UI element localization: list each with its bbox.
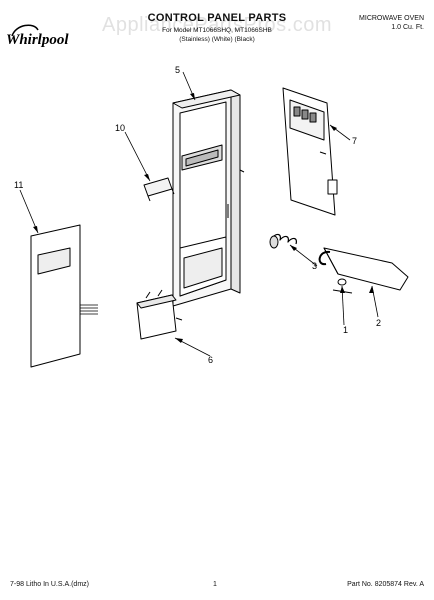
whirlpool-logo: Whirlpool (6, 22, 86, 48)
brand-text: Whirlpool (6, 32, 69, 48)
control-board (282, 87, 338, 216)
model-line: For Model MT1066SHQ, MT1066SHB (162, 27, 272, 34)
callout-11: 11 (14, 180, 23, 190)
callout-5: 5 (175, 65, 180, 75)
touch-pad (30, 224, 98, 368)
callout-2: 2 (376, 318, 381, 328)
callout-6: 6 (208, 355, 213, 365)
appliance-capacity: 1.0 Cu. Ft. (391, 24, 424, 31)
control-panel-frame (172, 89, 245, 307)
button-part (143, 177, 175, 202)
callout-10: 10 (115, 123, 125, 133)
footer-part-number: Part No. 8205874 Rev. A (347, 581, 424, 588)
handle-bracket (318, 247, 409, 291)
page-title: CONTROL PANEL PARTS (147, 12, 287, 24)
color-line: (Stainless) (White) (Black) (179, 36, 255, 43)
callout-7: 7 (352, 136, 357, 146)
callout-3: 3 (312, 261, 317, 271)
footer-page-number: 1 (213, 581, 217, 588)
watermark: AppliancePartsPros.com (102, 14, 332, 36)
footer-litho: 7-98 Litho In U.S.A.(dmz) (10, 581, 89, 588)
door-lever (136, 289, 183, 340)
pin-part (332, 278, 353, 294)
appliance-type: MICROWAVE OVEN (359, 15, 424, 22)
callout-1: 1 (343, 325, 348, 335)
appliance-info: MICROWAVE OVEN 1.0 Cu. Ft. (359, 14, 424, 32)
spring-part (269, 233, 297, 249)
